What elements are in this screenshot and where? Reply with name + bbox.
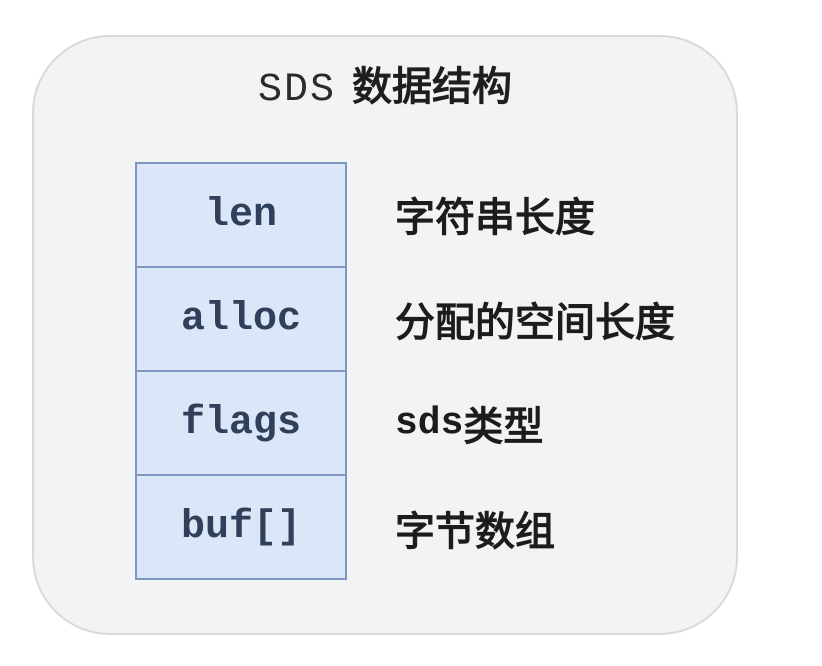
field-description-text: 字节数组	[395, 509, 555, 554]
field-cell-alloc: alloc	[137, 268, 345, 372]
field-cell-label: alloc	[180, 296, 302, 342]
title-code: SDS	[257, 68, 336, 113]
field-cell-label: len	[204, 192, 277, 238]
field-description-row: 字节数组	[395, 476, 675, 581]
field-description-row: 分配的空间长度	[395, 267, 675, 372]
field-cell-len: len	[137, 164, 345, 268]
field-description-text: 类型	[463, 405, 544, 450]
field-cell-buf: buf[]	[137, 476, 345, 578]
field-cell-label: flags	[180, 400, 302, 446]
field-description-text: 分配的空间长度	[395, 300, 675, 345]
field-cell-flags: flags	[137, 372, 345, 476]
field-description-text: 字符串长度	[395, 196, 595, 241]
diagram-title: SDS 数据结构	[34, 66, 736, 117]
title-text: 数据结构	[352, 65, 512, 109]
field-stack: len alloc flags buf[]	[135, 162, 347, 580]
field-cell-label: buf[]	[180, 504, 302, 550]
field-description-mono: sds	[395, 401, 464, 445]
field-description-row: 字符串长度	[395, 162, 675, 267]
sds-structure-card: SDS 数据结构 len alloc flags buf[] 字符串长度 分配的空…	[32, 35, 738, 635]
